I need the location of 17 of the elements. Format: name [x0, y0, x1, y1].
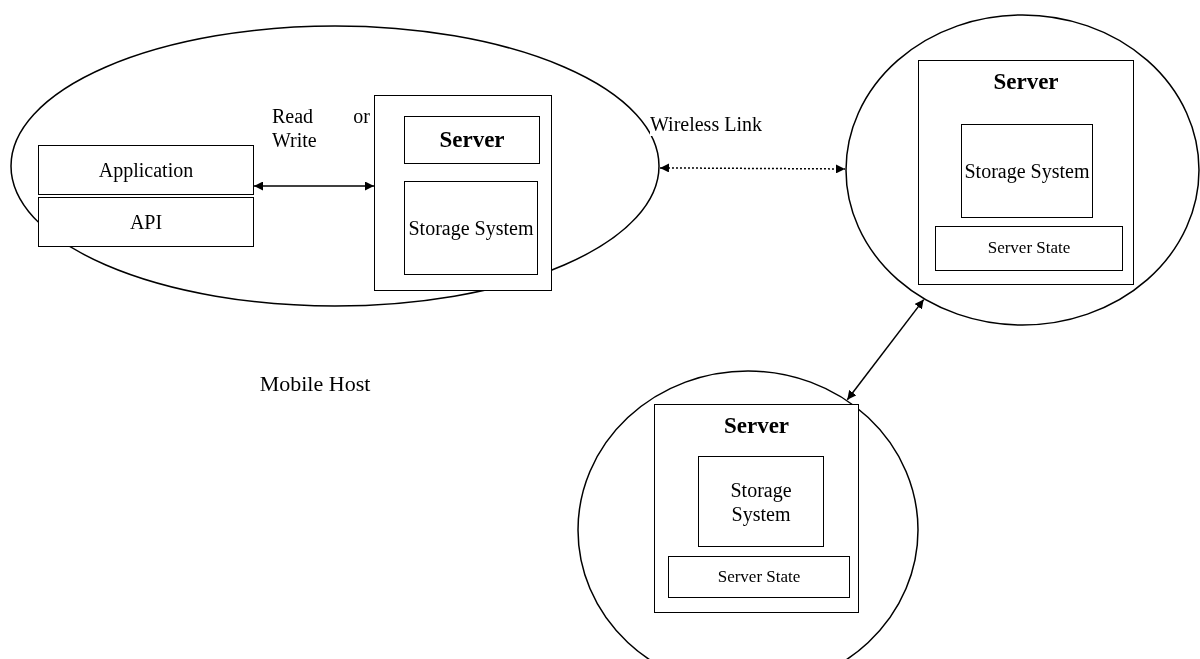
box-heading: Server	[992, 69, 1060, 95]
arrow	[253, 181, 375, 191]
process-box: API	[38, 197, 254, 247]
process-box: Server State	[935, 226, 1123, 271]
host-label: Mobile Host	[258, 371, 372, 397]
process-box: Storage System	[404, 181, 538, 275]
arrow	[659, 163, 846, 174]
process-box: Server	[404, 116, 540, 164]
container-box	[918, 60, 1134, 285]
container-box	[374, 95, 552, 291]
box-heading: Server	[722, 413, 791, 439]
container-box	[654, 404, 859, 613]
process-box: Application	[38, 145, 254, 195]
process-box: Storage System	[961, 124, 1093, 218]
process-box: Server State	[668, 556, 850, 598]
arrow	[846, 298, 925, 401]
process-box: Storage System	[698, 456, 824, 547]
